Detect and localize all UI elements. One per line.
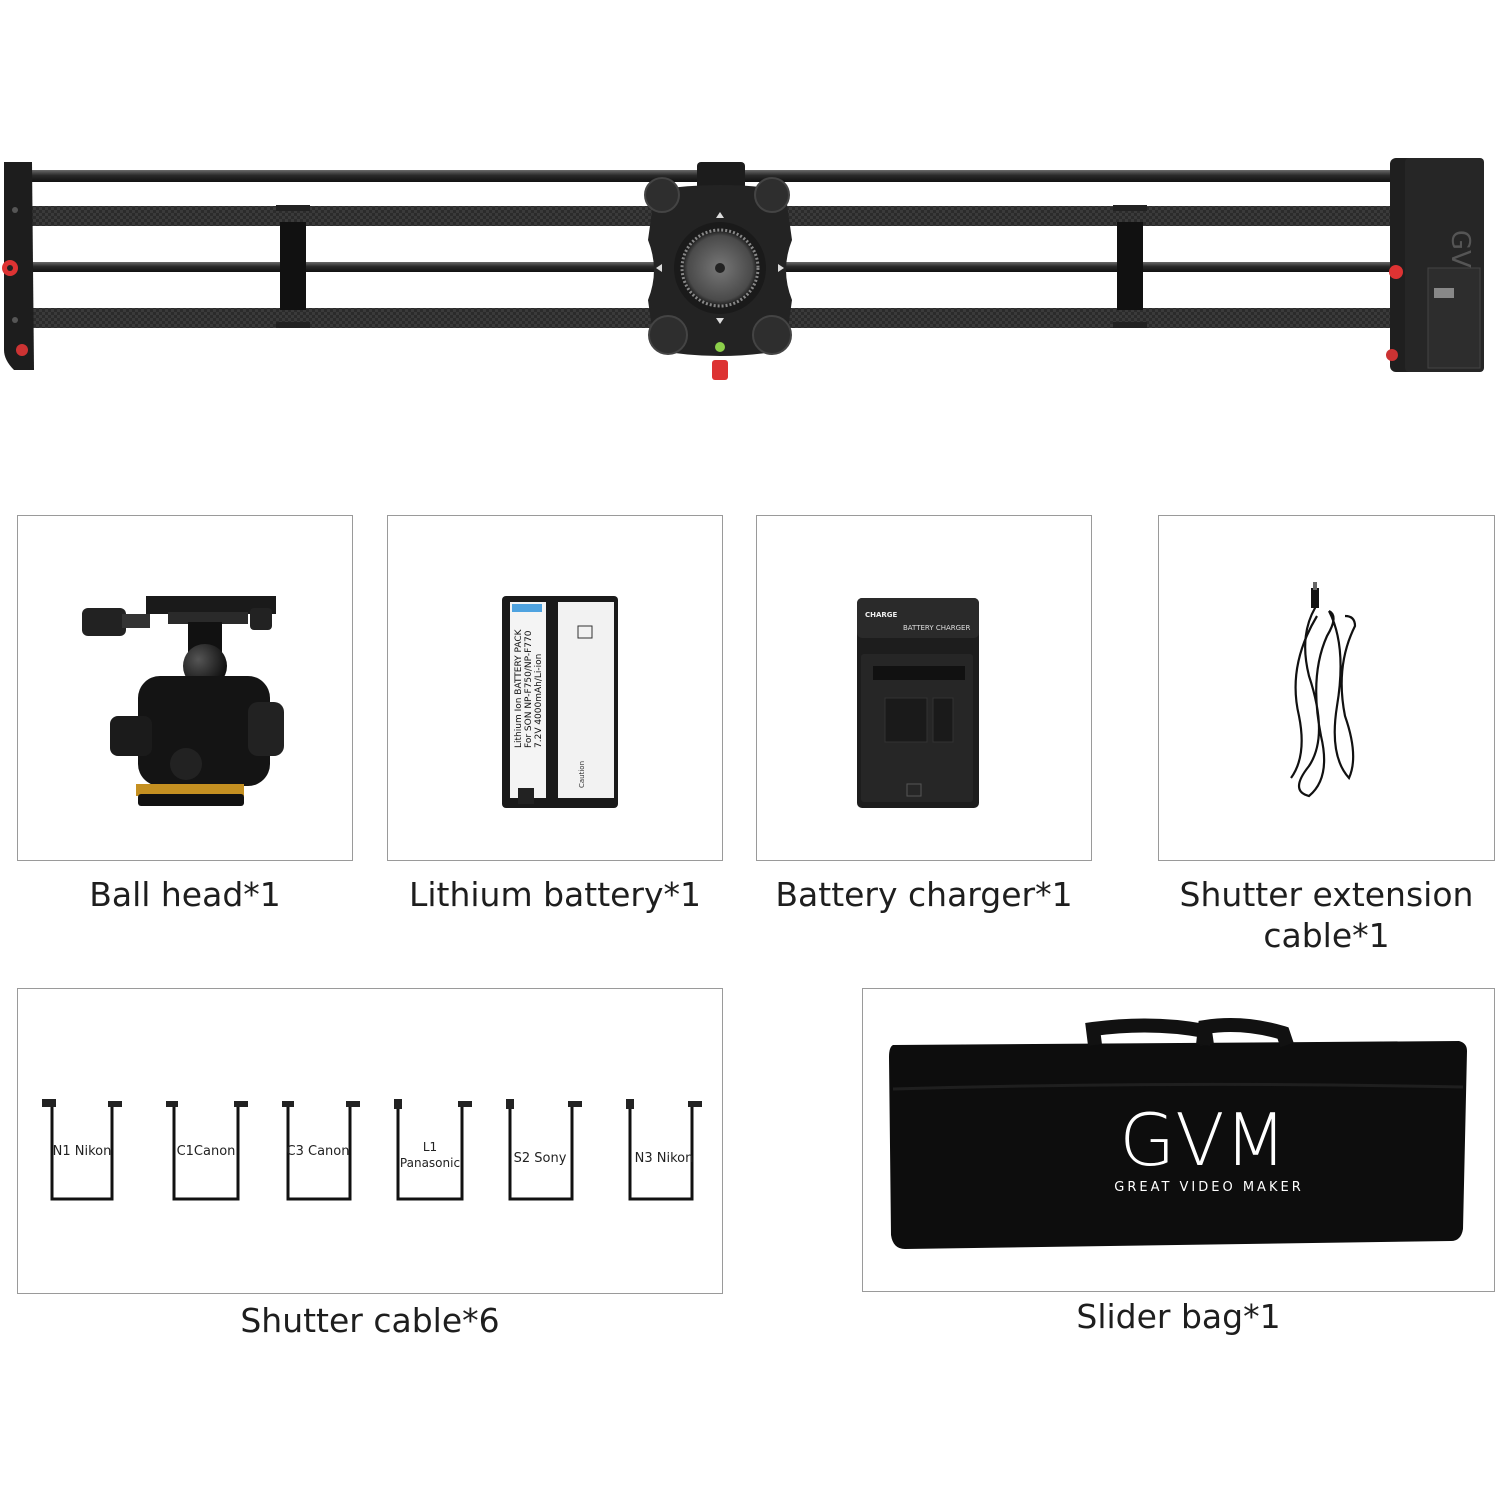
caption-shutter-extension-cable: Shutter extension cable*1 (1179, 875, 1474, 955)
battery-caution: Caution (578, 761, 586, 788)
camera-slider-image: GVM (2, 158, 1484, 380)
slider-bag-image: GVM GREAT VIDEO MAKER (889, 1018, 1467, 1249)
battery-text-1: Lithium Ion BATTERY PACK (514, 628, 524, 748)
caption-slider-bag: Slider bag*1 (1076, 1297, 1281, 1336)
battery-image: Lithium Ion BATTERY PACK For SON NP-F750… (502, 596, 618, 808)
cable-label-c1-canon: C1Canon (177, 1144, 236, 1159)
caption-ball-head: Ball head*1 (89, 875, 281, 914)
extension-cable-panel (1158, 515, 1495, 861)
shutter-cables-panel: N1 Nikon C1Canon C3 Canon L1 Panasonic S… (17, 988, 723, 1294)
battery-panel: Lithium Ion BATTERY PACK For SON NP-F750… (387, 515, 723, 861)
shutter-cables-image: N1 Nikon C1Canon C3 Canon L1 Panasonic S… (42, 1099, 702, 1201)
charger-badge: CHARGE (865, 611, 898, 619)
cable-label-l1: L1 (423, 1140, 437, 1154)
charger-image: CHARGE BATTERY CHARGER (857, 598, 979, 808)
bag-logo: GVM (1119, 1098, 1286, 1182)
caption-lithium-battery: Lithium battery*1 (408, 875, 702, 914)
cable-label-panasonic: Panasonic (400, 1156, 460, 1170)
cable-label-c3-canon: C3 Canon (287, 1144, 350, 1159)
cable-label-n3-nikon: N3 Nikon (635, 1151, 694, 1166)
caption-battery-charger: Battery charger*1 (775, 875, 1073, 914)
battery-text-2: For SON NP-F750/NP-F770 (524, 630, 534, 748)
slider-bag-panel: GVM GREAT VIDEO MAKER (862, 988, 1495, 1292)
caption-shutter-cable: Shutter cable*6 (240, 1301, 500, 1340)
charger-label: BATTERY CHARGER (903, 624, 970, 632)
charger-panel: CHARGE BATTERY CHARGER (756, 515, 1092, 861)
battery-text-3: 7.2V 4000mAh/Li-ion (534, 654, 544, 748)
ball-head-image (82, 596, 284, 806)
cable-label-n1-nikon: N1 Nikon (53, 1144, 112, 1159)
extension-cable-image (1290, 582, 1357, 798)
bag-tagline: GREAT VIDEO MAKER (1114, 1180, 1303, 1195)
cable-label-s2-sony: S2 Sony (514, 1151, 567, 1166)
ball-head-panel (17, 515, 353, 861)
